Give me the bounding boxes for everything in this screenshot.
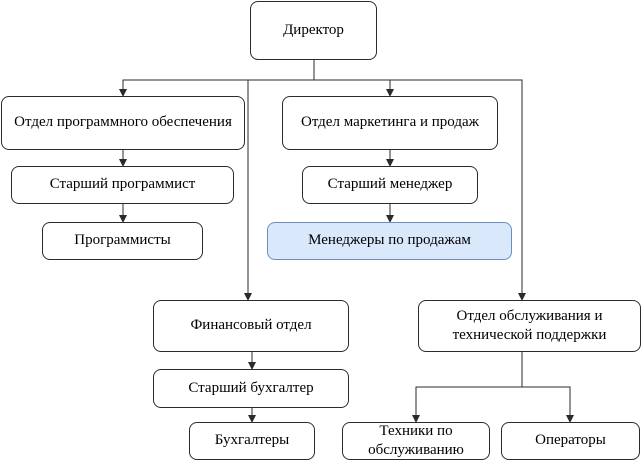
node-senior-manager: Старший менеджер (302, 166, 478, 204)
node-label: Менеджеры по продажам (308, 232, 471, 249)
edge-director-software (119, 79, 314, 97)
edge-support-operators (522, 386, 574, 423)
node-support-dept: Отдел обслуживания и технической поддерж… (418, 300, 641, 352)
node-sales-managers: Менеджеры по продажам (267, 222, 512, 260)
node-operators: Операторы (501, 422, 640, 460)
node-senior-accountant: Старший бухгалтер (153, 369, 349, 408)
node-label: Старший бухгалтер (188, 379, 314, 396)
node-accountants: Бухгалтеры (189, 422, 315, 460)
node-software-dept: Отдел программного обеспечения (1, 96, 245, 150)
node-label: Отдел маркетинга и продаж (300, 114, 480, 131)
node-label: Отдел программного обеспечения (14, 114, 232, 131)
node-label: Старший программист (49, 176, 196, 193)
node-label: Старший менеджер (327, 176, 453, 193)
node-marketing-dept: Отдел маркетинга и продаж (282, 96, 498, 150)
node-label: Финансовый отдел (190, 317, 312, 334)
node-service-technicians: Техники по обслуживанию (342, 422, 490, 460)
node-label: Программисты (74, 232, 171, 249)
node-label: Операторы (535, 432, 606, 449)
node-label: Бухгалтеры (214, 432, 290, 449)
edge-director-finance (244, 79, 314, 301)
node-label: Техники по обслуживанию (368, 422, 464, 459)
edge-director-marketing (314, 79, 394, 97)
node-senior-programmer: Старший программист (11, 166, 234, 204)
edge-support-technicians (412, 386, 522, 423)
node-director: Директор (250, 1, 377, 60)
node-programmers: Программисты (42, 222, 203, 260)
node-label: Директор (283, 21, 344, 38)
node-finance-dept: Финансовый отдел (153, 300, 349, 352)
node-label: Отдел обслуживания и технической поддерж… (452, 307, 607, 344)
edge-director-support (314, 79, 526, 301)
